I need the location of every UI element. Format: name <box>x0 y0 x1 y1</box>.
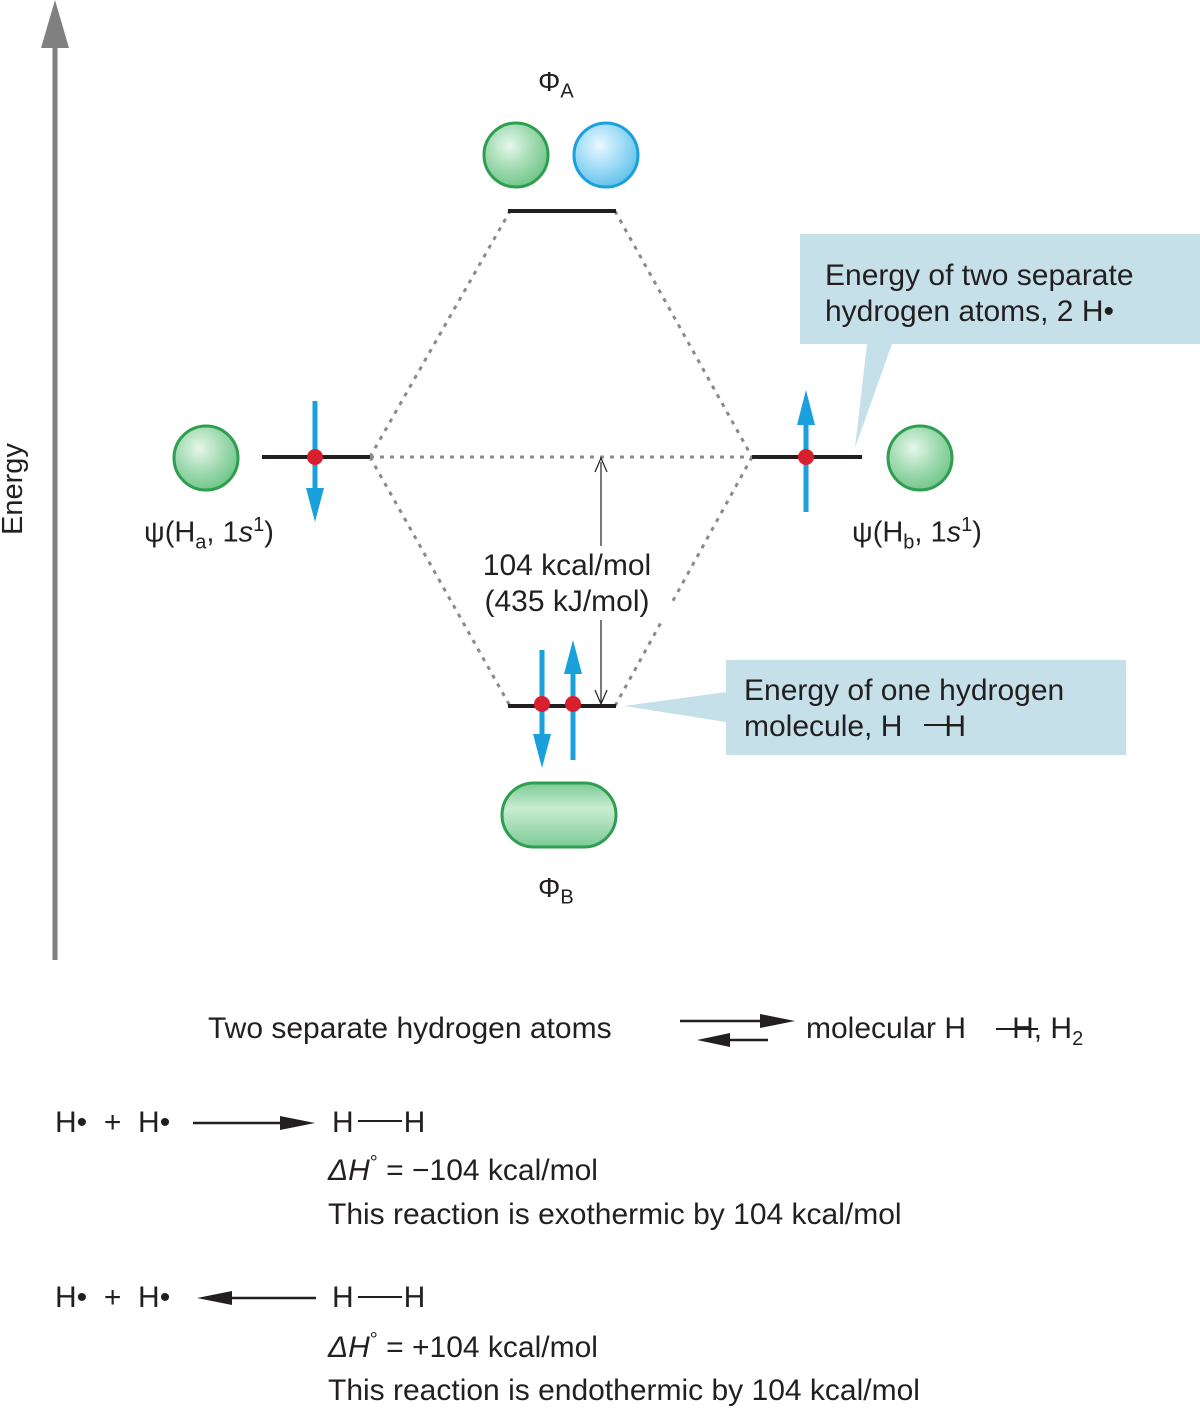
label-open: (H <box>872 516 904 549</box>
label-open: (H <box>164 516 196 549</box>
phi-symbol: Φ <box>538 66 561 97</box>
callout-molecule-line2: molecule, H H <box>744 709 1064 745</box>
forward-plus: + <box>103 1106 122 1139</box>
left-spin-down-arrow-icon <box>306 401 324 522</box>
reverse-delta-h: ΔH° = +104 kcal/mol <box>328 1330 598 1363</box>
label-mid: , 1 <box>206 516 239 549</box>
forward-delta-h-sym: ΔH° <box>328 1152 378 1187</box>
label-close: ) <box>264 516 274 549</box>
forward-delta-h-val: = −104 kcal/mol <box>386 1154 598 1187</box>
bonding-orbital <box>500 781 618 849</box>
energy-gap-arrow <box>594 456 608 706</box>
label-sub: b <box>903 531 915 554</box>
callout-molecule-text: Energy of one hydrogen molecule, H H <box>744 673 1064 745</box>
energy-axis-label: Energy <box>0 443 29 535</box>
energy-axis <box>41 0 69 960</box>
label-mid: , 1 <box>914 516 947 549</box>
reverse-delta-h-val: = +104 kcal/mol <box>386 1331 598 1364</box>
label-sub: a <box>195 531 207 554</box>
right-atom-label: ψ(Hb, 1s1) <box>852 515 982 552</box>
forward-product-b: H <box>403 1106 426 1139</box>
psi-symbol: ψ <box>852 516 873 549</box>
forward-product-a: H <box>332 1106 354 1139</box>
label-s: s <box>238 516 254 549</box>
reverse-product-a: H <box>332 1281 354 1314</box>
forward-reactant-2: H• <box>138 1106 171 1139</box>
right-spin-up-arrow-icon <box>797 390 815 512</box>
equilibrium-right-text: molecular H H, H2 <box>806 1012 1084 1050</box>
reverse-reactant-2: H• <box>138 1281 171 1314</box>
callout-molecule-line2a: molecule, H <box>744 710 903 743</box>
callout-separate-atoms-text: Energy of two separate hydrogen atoms, 2… <box>825 258 1134 330</box>
reverse-note: This reaction is endothermic by 104 kcal… <box>328 1374 920 1407</box>
callout-molecule-line2b: H <box>944 710 967 743</box>
forward-reactant-1: H• <box>55 1106 88 1139</box>
reverse-reaction-arrow-icon <box>197 1291 316 1305</box>
equilibrium-arrows-icon <box>680 1014 795 1047</box>
reverse-plus: + <box>103 1281 122 1314</box>
antibonding-lobe-green <box>482 121 550 189</box>
bonding-spin-up-arrow-icon <box>564 640 582 760</box>
left-atom-orbital <box>172 424 240 492</box>
equilibrium-left-text: Two separate hydrogen atoms <box>208 1012 612 1045</box>
equilibrium-right-b: H, H <box>1012 1012 1073 1045</box>
antibonding-lobe-blue <box>572 121 640 189</box>
left-atom-label: ψ(Ha, 1s1) <box>144 515 274 552</box>
equilibrium-right-a: molecular H <box>806 1012 967 1045</box>
right-atom-orbital <box>886 424 954 492</box>
forward-note: This reaction is exothermic by 104 kcal/… <box>328 1198 902 1231</box>
left-electron <box>307 449 323 465</box>
energy-gap-kj: (435 kJ/mol) <box>484 585 650 618</box>
antibonding-subscript: A <box>560 80 574 103</box>
label-close: ) <box>972 516 982 549</box>
right-electron <box>798 449 814 465</box>
energy-gap-label: 104 kcal/mol (435 kJ/mol) <box>462 548 672 620</box>
psi-symbol: ψ <box>144 516 165 549</box>
label-sup: 1 <box>253 514 265 536</box>
callout-molecule-line1: Energy of one hydrogen <box>744 674 1065 707</box>
reverse-reactant-1: H• <box>55 1281 88 1314</box>
reverse-product-b: H <box>403 1281 426 1314</box>
forward-reactants: H• + H• <box>55 1108 170 1138</box>
bonding-electron-1 <box>534 696 550 712</box>
equilibrium-right-sub: 2 <box>1072 1028 1084 1050</box>
bonding-spin-down-arrow-icon <box>533 650 551 768</box>
energy-gap-kcal: 104 kcal/mol <box>482 549 652 582</box>
antibonding-label: ΦA <box>538 68 574 102</box>
forward-reaction-arrow-icon <box>193 1116 315 1130</box>
phi-symbol: Φ <box>538 872 561 903</box>
correlation-lines <box>368 210 754 707</box>
bonding-label: ΦB <box>538 874 574 908</box>
callout-molecule <box>624 660 1126 755</box>
callout-separate-line1: Energy of two separate <box>825 259 1134 292</box>
bonding-electron-2 <box>565 696 581 712</box>
reverse-delta-h-sym: ΔH° <box>328 1329 378 1364</box>
axis-arrowhead-icon <box>41 0 69 48</box>
callout-separate-line2: hydrogen atoms, 2 H• <box>825 295 1114 328</box>
reverse-reactants: H• + H• <box>55 1283 170 1313</box>
forward-delta-h: ΔH° = −104 kcal/mol <box>328 1153 598 1186</box>
bonding-subscript: B <box>560 886 574 909</box>
label-s: s <box>946 516 962 549</box>
label-sup: 1 <box>961 514 973 536</box>
callout-separate-atoms <box>800 234 1200 448</box>
